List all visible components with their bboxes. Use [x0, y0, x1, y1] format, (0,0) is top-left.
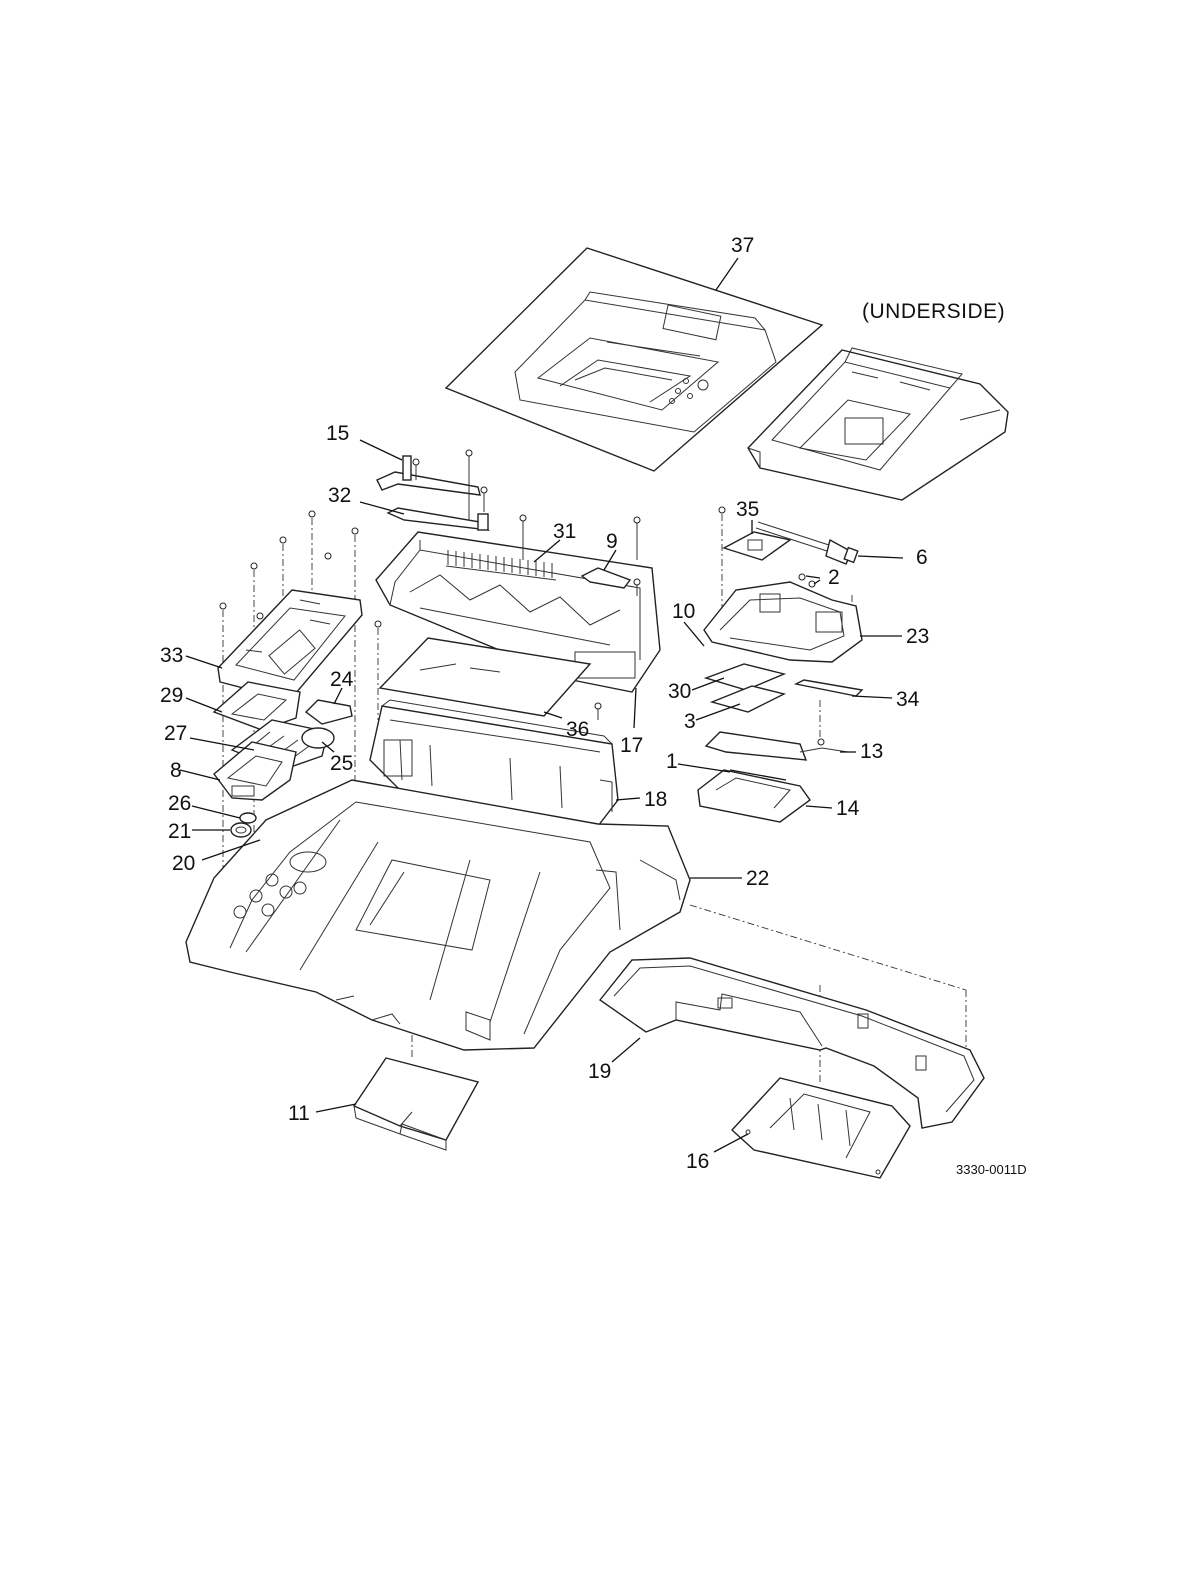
- screw: [220, 603, 226, 609]
- callout-17: 17: [620, 734, 643, 757]
- screw: [251, 563, 257, 569]
- callout-1: 1: [666, 750, 678, 773]
- figure-id: 3330-0011D: [956, 1162, 1027, 1177]
- screw: [481, 487, 487, 512]
- part-15-bracket: [377, 456, 480, 495]
- part-18-tray-cover: [732, 1078, 910, 1178]
- screw: [719, 507, 725, 513]
- callout-10: 11: [288, 1102, 310, 1125]
- callout-36: 36: [566, 718, 589, 741]
- callout-19: 19: [588, 1060, 611, 1083]
- callout-13: 13: [860, 740, 883, 763]
- screw: [309, 511, 315, 517]
- callout-8: 8: [170, 759, 182, 782]
- callout-14: 14: [836, 797, 860, 820]
- callout-22: 20: [172, 852, 195, 875]
- callout-18: 16: [686, 1150, 709, 1173]
- callout-20: 22: [746, 867, 769, 890]
- screw: [257, 613, 263, 619]
- callout-3: 3: [684, 710, 696, 733]
- callout-24: 24: [330, 668, 354, 691]
- part-25-ring: [302, 728, 334, 748]
- callout-25: 25: [330, 752, 353, 775]
- callout-32: 32: [328, 484, 351, 507]
- callout-30: 31: [553, 520, 576, 543]
- callout-6: 6: [916, 546, 928, 569]
- part-10-door: [354, 1058, 478, 1150]
- part-3-sheet: [712, 686, 784, 712]
- part-33-strip: [796, 680, 862, 696]
- screw: [818, 739, 824, 745]
- part-31-sheet: [706, 664, 784, 690]
- part-27-washer: [240, 813, 256, 823]
- callout-35: 35: [736, 498, 759, 521]
- part-8-panel: [214, 742, 296, 800]
- callout-9: 9: [606, 530, 618, 553]
- screw: [799, 574, 805, 580]
- callout-34: 33: [160, 644, 183, 667]
- part-21-housing: [704, 582, 862, 662]
- callout-23: 21: [168, 820, 191, 843]
- part-14-tray: [698, 770, 810, 822]
- screw: [634, 517, 640, 560]
- part-23-knob: [231, 823, 251, 837]
- screw: [595, 703, 601, 720]
- callout-2: 2: [828, 566, 840, 589]
- screw: [375, 621, 381, 627]
- underside-view-base: [748, 348, 1008, 500]
- callout-15: 15: [326, 422, 349, 445]
- underside-note: (UNDERSIDE): [862, 300, 1005, 323]
- part-32-bracket: [388, 508, 488, 530]
- callout-29: 29: [160, 684, 183, 707]
- callout-31: 30: [668, 680, 691, 703]
- callout-33: 34: [896, 688, 920, 711]
- callout-11: 10: [672, 600, 695, 623]
- screw: [352, 528, 358, 534]
- screw: [325, 553, 331, 559]
- screw: [280, 537, 286, 543]
- callout-26: 27: [164, 722, 187, 745]
- callout-27: 26: [168, 792, 191, 815]
- callout-16: 18: [644, 788, 667, 811]
- callout-21: 23: [906, 625, 929, 648]
- callout-37: 37: [731, 234, 754, 257]
- part-24-connector: [306, 700, 352, 724]
- part-13-bracket: [706, 732, 848, 760]
